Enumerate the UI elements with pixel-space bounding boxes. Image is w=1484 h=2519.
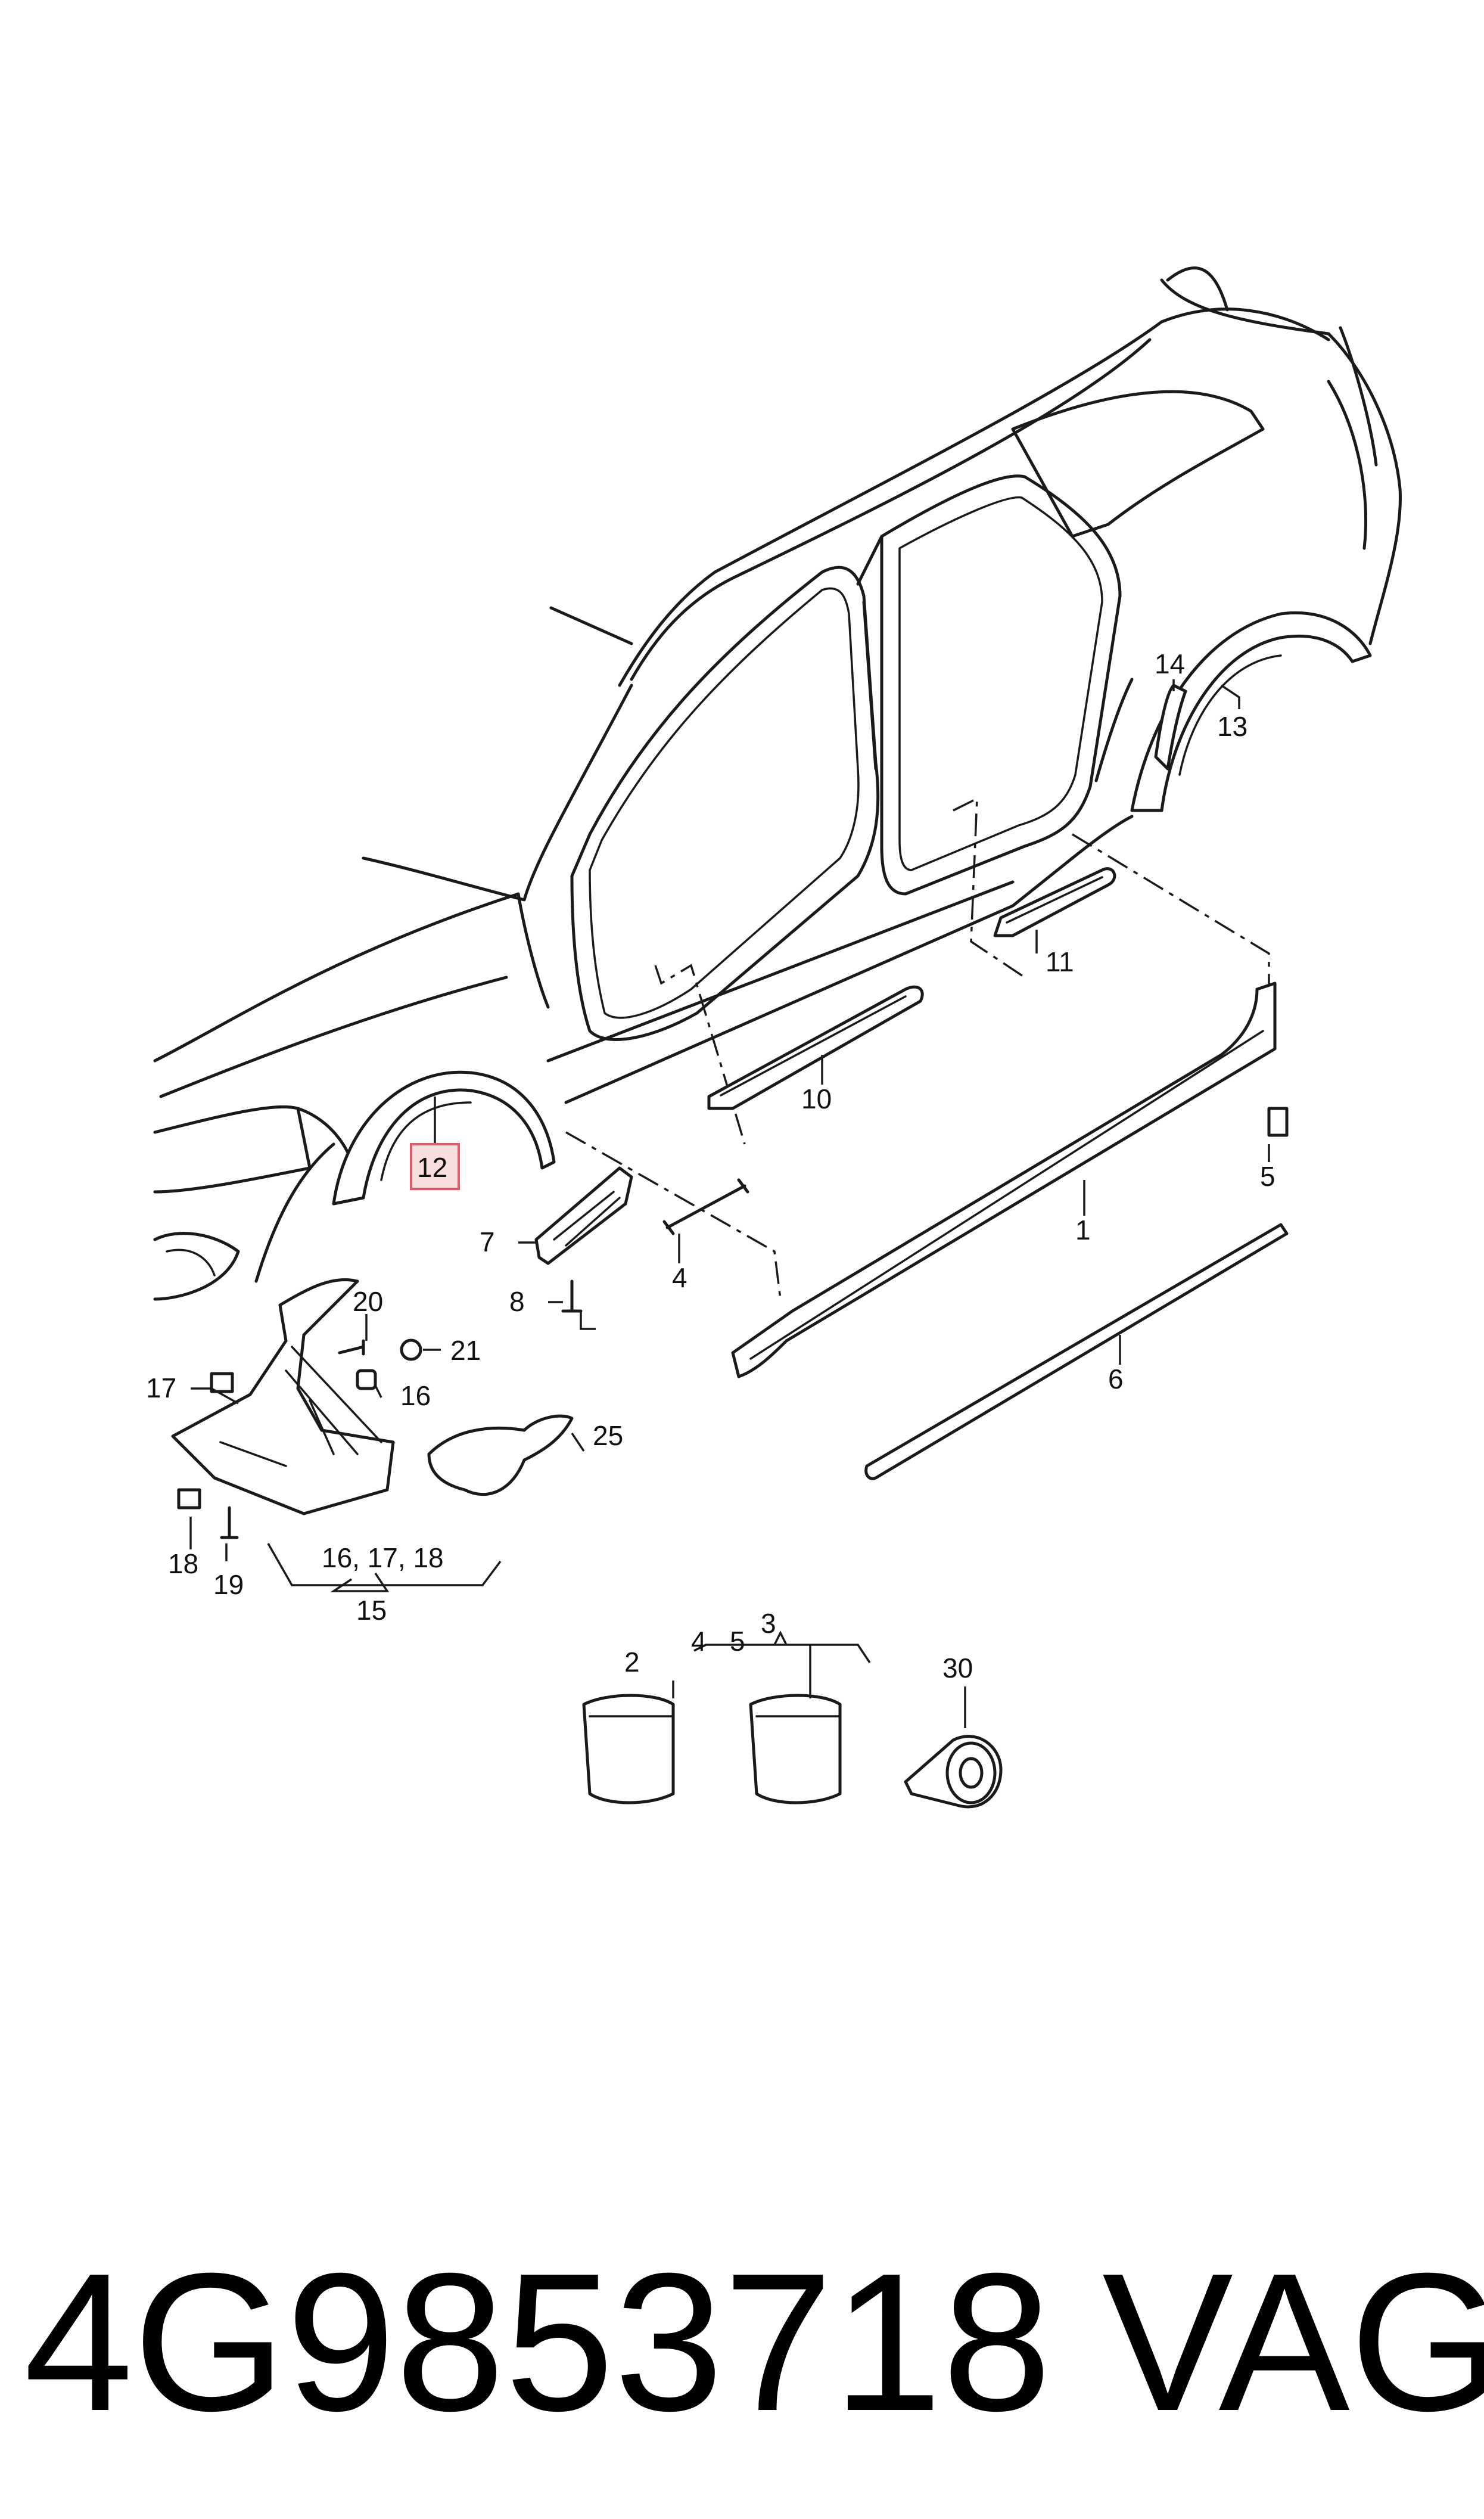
footer: 4G9853718 VAG (0, 2217, 1484, 2467)
nut-21 (400, 1338, 422, 1361)
reference-lines (565, 797, 1270, 1300)
callout-18: 18 (168, 1548, 198, 1579)
callout-14: 14 (1155, 648, 1185, 679)
callout-8: 8 (509, 1286, 525, 1317)
callout-30: 30 (942, 1653, 973, 1684)
seal-25 (427, 1414, 574, 1496)
callout-25: 25 (593, 1420, 623, 1451)
brand-name: VAG (1102, 2232, 1484, 2452)
screw-20 (338, 1339, 365, 1356)
callout-2: 2 (624, 1647, 640, 1678)
callout-19: 19 (213, 1569, 244, 1600)
screw-8 (561, 1279, 583, 1313)
callout-15: 15 (356, 1595, 387, 1626)
callout-4: 4 (672, 1262, 687, 1293)
parts-diagram: 1 2 3 4 4 5 5 6 7 8 10 11 12 13 14 15 16… (146, 266, 1402, 1809)
callout-16-17-18: 16, 17, 18 (322, 1542, 444, 1573)
callout-4-bag: 4 (691, 1626, 707, 1657)
front-sill-trim (707, 985, 924, 1110)
leader-lines (189, 679, 1270, 1728)
callout-10: 10 (801, 1083, 832, 1114)
callout-13: 13 (1217, 711, 1247, 742)
callout-12: 12 (417, 1152, 447, 1183)
sill-strip (864, 1223, 1289, 1480)
callout-21: 21 (450, 1335, 481, 1366)
bag-2 (582, 1694, 675, 1804)
wheel-housing-liner (171, 1278, 395, 1515)
bag-3 (749, 1694, 842, 1804)
holder-4 (662, 1178, 749, 1235)
side-sill-panel (731, 981, 1277, 1378)
highlighted-part-box (410, 1143, 460, 1190)
part-number: 4G9853718 (24, 2232, 1051, 2452)
callout-6: 6 (1108, 1363, 1124, 1394)
clip-17 (210, 1372, 234, 1393)
callout-17: 17 (146, 1372, 176, 1403)
car-body-outline (153, 266, 1402, 1301)
callout-16: 16 (400, 1380, 431, 1411)
callout-7: 7 (480, 1226, 495, 1257)
callout-5: 5 (1260, 1161, 1275, 1192)
clip-18 (177, 1488, 201, 1509)
clip-5 (1267, 1107, 1289, 1137)
screw-19 (220, 1506, 239, 1539)
callout-11: 11 (1046, 946, 1074, 977)
callout-1: 1 (1075, 1215, 1091, 1245)
callout-3: 3 (761, 1608, 776, 1639)
clip-16 (356, 1369, 377, 1390)
callout-labels: 1 2 3 4 4 5 5 6 7 8 10 11 12 13 14 15 16… (146, 648, 1275, 1684)
callout-20: 20 (353, 1286, 383, 1317)
wheel-arch-strip (1154, 684, 1187, 771)
callout-5-bag: 5 (730, 1626, 745, 1657)
